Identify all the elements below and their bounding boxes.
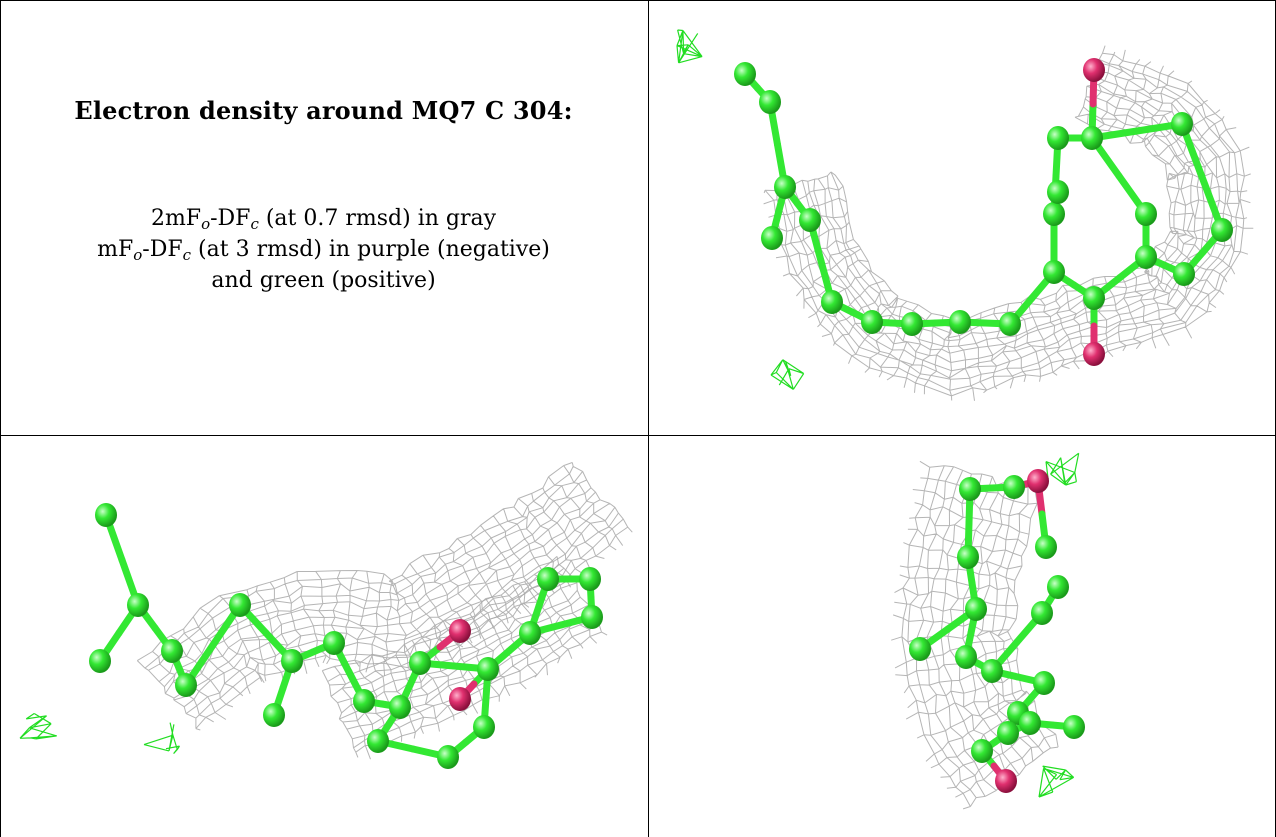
carbon-atom [861,310,883,334]
density-mesh [763,45,1254,401]
carbon-atom [999,312,1021,336]
carbon-atom [734,62,756,86]
carbon-atom [1003,475,1025,499]
positive-density-cage [676,29,703,64]
density-render-1 [676,29,1254,401]
carbon-atom [759,90,781,114]
carbon-atom [519,621,541,645]
carbon-atom [1047,180,1069,204]
carbon-atom [1135,245,1157,269]
table-divider-horizontal [0,435,1276,436]
carbon-atom [909,637,931,661]
carbon-atom [161,639,183,663]
oxygen-atom [449,619,471,643]
carbon-atom [799,208,821,232]
oxygen-atom [1027,469,1049,493]
mq7-molecule [909,469,1085,793]
carbon-atom [353,689,375,713]
carbon-atom [537,567,559,591]
density-render-2 [19,462,633,769]
carbon-atom [1043,260,1065,284]
table-border-top [0,0,1276,1]
carbon-atom [1033,671,1055,695]
carbon-atom [901,312,923,336]
carbon-atom [955,645,977,669]
carbon-atom [1083,286,1105,310]
carbon-atom [477,657,499,681]
carbon-atom [389,695,411,719]
carbon-atom [323,631,345,655]
table-border-left [0,0,1,837]
carbon-atom [1047,126,1069,150]
carbon-atom [1173,262,1195,286]
carbon-atom [473,715,495,739]
carbon-atom [579,567,601,591]
carbon-atom [761,226,783,250]
carbon-atom [229,593,251,617]
oxygen-atom [449,687,471,711]
oxygen-atom [1083,342,1105,366]
carbon-atom [95,503,117,527]
legend-line-2fo-fc: 2mFo-DFc (at 0.7 rmsd) in gray [150,206,497,233]
oxygen-atom [995,769,1017,793]
carbon-atom [981,659,1003,683]
carbon-atom [281,649,303,673]
carbon-atom [437,745,459,769]
carbon-atom [1081,126,1103,150]
mq7-molecule [89,503,603,769]
positive-density-cage [143,722,181,755]
carbon-atom [127,593,149,617]
molecule-view-bottom-left [2,437,647,835]
oxygen-atom [1083,58,1105,82]
carbon-atom [997,721,1019,745]
carbon-atom [1019,711,1041,735]
table-divider-vertical [648,0,649,837]
carbon-atom [175,673,197,697]
carbon-atom [959,477,981,501]
carbon-atom [957,545,979,569]
carbon-atom [89,649,111,673]
carbon-atom [1047,575,1069,599]
molecule-view-top-right [650,2,1274,434]
positive-density-cage [19,712,57,740]
carbon-atom [821,290,843,314]
carbon-atom [971,739,993,763]
caption-legend: 2mFo-DFc (at 0.7 rmsd) in gray mFo-DFc (… [0,203,647,296]
carbon-atom [949,310,971,334]
carbon-atom [1171,112,1193,136]
positive-density-cage [1045,452,1080,486]
mq7-molecule [734,58,1233,366]
carbon-atom [1031,601,1053,625]
carbon-atom [581,605,603,629]
carbon-atom [1211,218,1233,242]
positive-density-cage [770,359,805,390]
carbon-atom [1043,202,1065,226]
molecule-view-bottom-right [650,437,1274,835]
carbon-atom [774,175,796,199]
carbon-atom [965,597,987,621]
carbon-atom [367,729,389,753]
density-render-3 [891,452,1085,810]
carbon-atom [1035,535,1057,559]
carbon-atom [1063,715,1085,739]
carbon-atom [263,703,285,727]
legend-line-colors: and green (positive) [211,268,436,293]
density-mesh [321,556,608,760]
density-mesh [136,462,633,731]
carbon-atom [1135,202,1157,226]
caption-title: Electron density around MQ7 C 304: [74,96,573,125]
positive-density-cage [1038,765,1075,798]
legend-line-fo-fc: mFo-DFc (at 3 rmsd) in purple (negative) [97,237,550,264]
caption-cell: Electron density around MQ7 C 304: 2mFo-… [0,0,647,420]
carbon-atom [409,651,431,675]
